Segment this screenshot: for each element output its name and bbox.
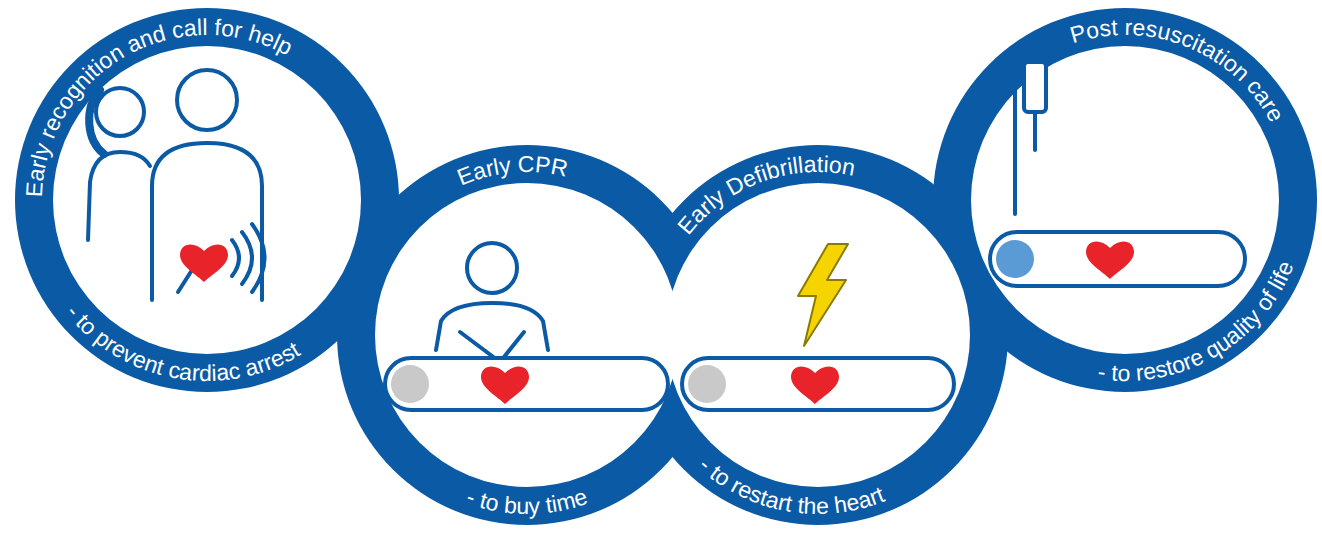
pain-wave xyxy=(242,232,252,284)
ring-inner xyxy=(666,183,970,487)
chain-link: Post resuscitation care - to restore qual… xyxy=(933,8,1317,392)
heart-symbol xyxy=(1086,241,1134,279)
link-purpose: - to restore quality of life xyxy=(1096,257,1298,386)
patient-body xyxy=(385,358,668,410)
iv-pole xyxy=(1013,58,1017,214)
link-heading: Early recognition and call for help xyxy=(21,14,297,198)
link-purpose: - to restart the heart xyxy=(694,452,888,520)
patient-head xyxy=(391,365,429,403)
iv-line xyxy=(1033,112,1037,150)
patient-head xyxy=(996,240,1034,278)
pain-wave xyxy=(232,240,239,276)
rescuer-body xyxy=(436,303,548,350)
ring-text-path: - to restart the heart xyxy=(694,452,888,520)
ring-inner xyxy=(53,46,361,354)
heart-symbol xyxy=(180,244,228,282)
ring-text-path: - to buy time xyxy=(463,483,590,519)
ring-outer xyxy=(337,145,717,525)
patient-body xyxy=(990,232,1245,286)
ring-text-path: Early CPR xyxy=(453,151,570,190)
ring-outer xyxy=(933,8,1317,392)
link-heading: Early Defibrillation xyxy=(672,151,857,239)
heart-symbol xyxy=(791,366,839,404)
hand xyxy=(178,270,192,292)
ring-inner xyxy=(971,46,1279,354)
ring-text-path: Post resuscitation care xyxy=(1067,14,1289,126)
call-for-help-icon xyxy=(88,70,265,300)
phone-handset xyxy=(89,90,104,154)
link-heading: Post resuscitation care xyxy=(1067,14,1289,126)
victim-head xyxy=(177,70,237,130)
chain-link: Early Defibrillation - to restart the hea… xyxy=(628,145,1008,525)
patient-head xyxy=(688,365,726,403)
ring-holes xyxy=(53,46,1279,487)
lightning-bolt xyxy=(798,244,848,346)
ring-text-layer: Post resuscitation care - to restore qual… xyxy=(933,8,1317,392)
ring-text-path: Early Defibrillation xyxy=(672,151,857,239)
caller-head xyxy=(96,88,144,136)
link-purpose: - to prevent cardiac arrest xyxy=(61,299,304,386)
defibrillation-icon xyxy=(682,358,954,410)
rescuer-head xyxy=(467,243,517,293)
ring-text-layer: Early Defibrillation - to restart the hea… xyxy=(628,145,1008,525)
patient-body xyxy=(682,358,954,410)
pain-wave xyxy=(252,224,265,292)
heart-symbol xyxy=(481,366,529,404)
ring-inner xyxy=(375,183,679,487)
iv-bag xyxy=(1024,62,1046,112)
link-heading: Early CPR xyxy=(453,151,570,190)
ring-text-layer: Early recognition and call for help - to … xyxy=(15,8,399,392)
chain-rings xyxy=(15,8,1317,525)
post-care-icon xyxy=(990,58,1245,286)
link-purpose: - to buy time xyxy=(463,483,590,519)
ring-text-layer: Early CPR - to buy time xyxy=(337,145,717,525)
victim-body xyxy=(152,143,262,300)
cpr-icon xyxy=(385,243,668,410)
caller-body xyxy=(88,152,150,240)
ring-text-path: - to prevent cardiac arrest xyxy=(61,299,304,386)
ring-text-path: - to restore quality of life xyxy=(1096,257,1298,386)
chain-link: Early recognition and call for help - to … xyxy=(15,8,399,392)
ring-text-path: Early recognition and call for help xyxy=(21,14,297,198)
chain-link: Early CPR - to buy time xyxy=(337,145,717,525)
